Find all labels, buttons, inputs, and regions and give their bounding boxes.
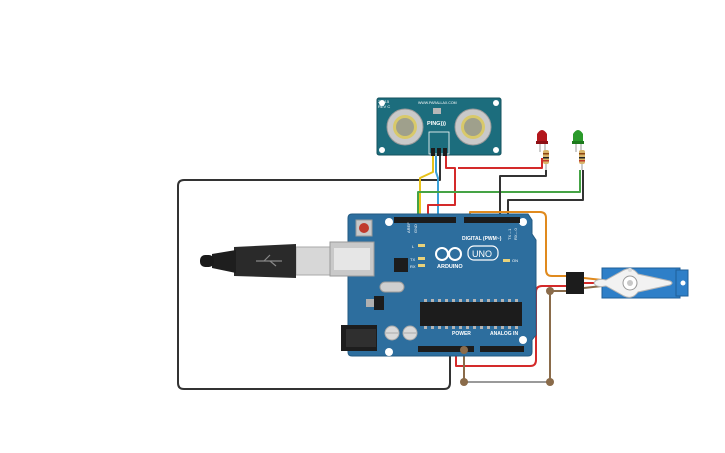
wire-orange-servo xyxy=(469,211,568,277)
l-led-label: L xyxy=(412,244,415,249)
analog-label: ANALOG IN xyxy=(490,331,518,337)
sensor-name: PING))) xyxy=(427,121,446,127)
usb-cable-tip xyxy=(200,255,214,267)
l-led xyxy=(418,244,425,247)
aref-label: AREF xyxy=(406,222,411,233)
uno-badge xyxy=(467,245,499,261)
red-led xyxy=(537,130,547,142)
sensor-hole xyxy=(493,100,499,106)
usb-symbol-icon xyxy=(256,254,282,267)
power-label: POWER xyxy=(452,331,471,337)
wire-yellow-signal xyxy=(419,156,434,220)
green-led-assembly xyxy=(572,130,585,170)
mount-hole xyxy=(385,348,393,356)
usb-b-jack-inner xyxy=(334,248,370,270)
mount-hole xyxy=(519,336,527,344)
sensor-hole xyxy=(493,147,499,153)
usb-strain-relief xyxy=(212,250,236,273)
wire-black-led-gnd xyxy=(499,170,547,220)
wire-red-servo-power xyxy=(455,285,568,367)
wire-red-sensor-5v xyxy=(427,156,456,220)
on-led xyxy=(503,259,510,262)
wire-black-led-gnd-2 xyxy=(507,170,584,220)
digital-label: DIGITAL (PWM~) xyxy=(462,236,502,242)
wire-red-led xyxy=(458,158,543,169)
atmega-pins xyxy=(424,299,518,329)
arduino-uno-board: AREF GND TX→1 RX←0 DIGITAL (PWM~) L TX R… xyxy=(329,213,537,357)
red-led-assembly xyxy=(536,130,549,170)
servo-motor xyxy=(566,267,689,299)
gnd-label: GND xyxy=(413,224,418,233)
arduino-logo-text: ARDUINO xyxy=(437,264,463,270)
usb-plug-metal xyxy=(295,246,331,276)
sensor-pin xyxy=(437,148,441,156)
sensor-hole xyxy=(379,147,385,153)
power-header xyxy=(418,346,474,352)
wire-blue-signal xyxy=(435,156,439,220)
analog-header xyxy=(480,346,524,352)
arduino-logo-icon xyxy=(435,247,462,261)
crystal xyxy=(379,281,405,293)
reset-button-cap xyxy=(359,223,369,233)
sensor-brand: WWW.PARALLAX.COM xyxy=(418,101,457,105)
wire-black-gnd-loop xyxy=(177,156,451,390)
green-led xyxy=(573,130,583,142)
tx-led-label: TX xyxy=(410,257,415,262)
on-led-label: ON xyxy=(512,258,518,263)
tx-led xyxy=(418,257,425,260)
rx-led-label: RX xyxy=(410,264,416,269)
sensor-led xyxy=(433,108,441,114)
rx0-label: RX←0 xyxy=(513,227,518,240)
mount-hole xyxy=(385,218,393,226)
sensor-pin xyxy=(431,148,435,156)
barrel-jack-front xyxy=(346,329,376,347)
usb-interface-chip xyxy=(394,258,408,272)
wires xyxy=(177,156,584,390)
atmega-chip xyxy=(420,302,522,326)
ping-ultrasonic-sensor: 28015 REV C WWW.PARALLAX.COM PING))) xyxy=(376,97,502,156)
uno-text: UNO xyxy=(472,249,492,259)
usb-cable xyxy=(200,244,331,278)
sensor-hole xyxy=(379,100,385,106)
tx1-label: TX→1 xyxy=(507,228,512,240)
rx-led xyxy=(418,264,425,267)
wire-junctions xyxy=(460,287,554,386)
voltage-regulator xyxy=(374,296,384,310)
digital-pin-labels: AREF GND TX→1 RX←0 xyxy=(406,222,518,240)
sensor-pin xyxy=(443,148,447,156)
regulator-tab xyxy=(366,299,374,307)
servo-connector xyxy=(566,272,584,294)
sensor-rev: REV C xyxy=(378,104,390,109)
mount-hole xyxy=(519,218,527,226)
sensor-model: 28015 xyxy=(378,99,390,104)
digital-header-left xyxy=(394,217,456,223)
digital-header-right xyxy=(464,217,520,223)
